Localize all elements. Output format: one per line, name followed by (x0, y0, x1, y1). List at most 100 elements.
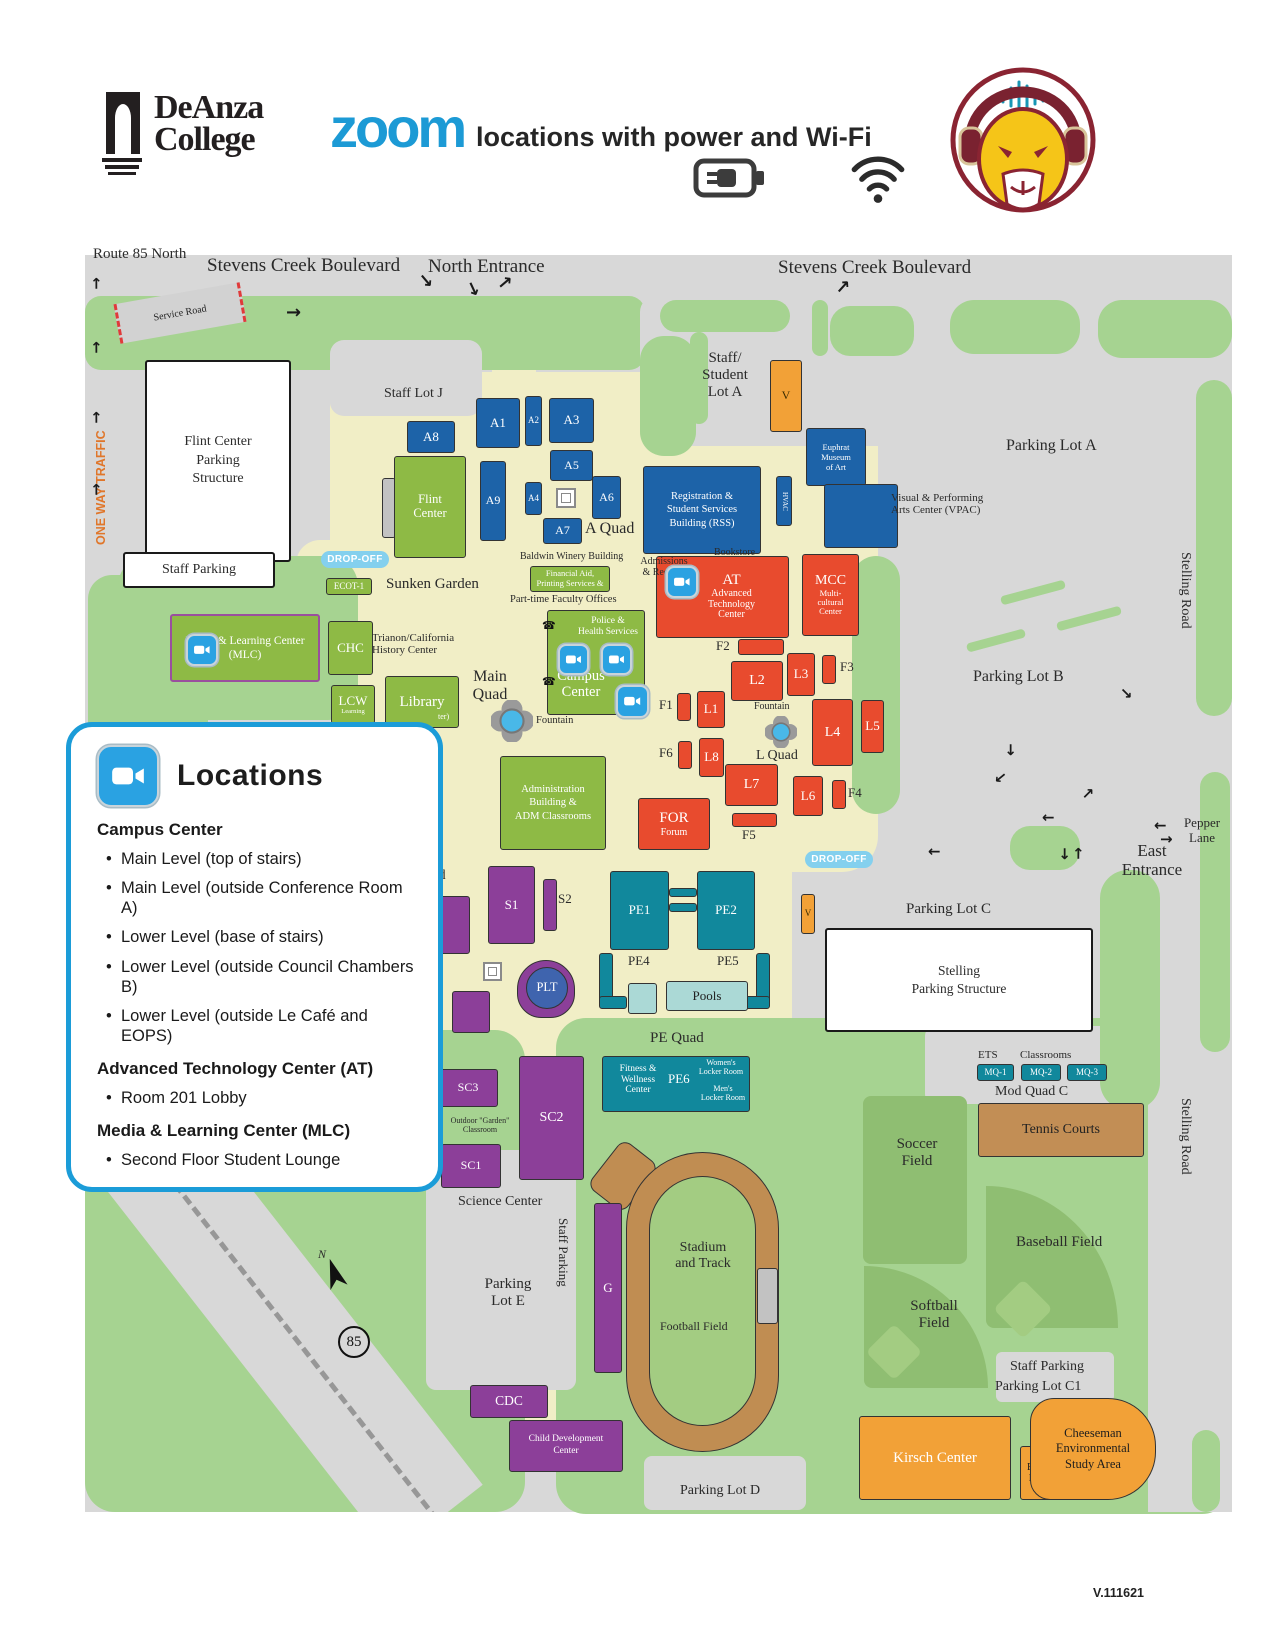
deanza-logo: DeAnza College (100, 90, 264, 176)
f6-label: F6 (659, 745, 673, 760)
stelling-road-label-2: Stelling Road (1178, 1098, 1193, 1175)
child-development-center: Child Development Center (509, 1420, 623, 1472)
building-mq2: MQ-2 (1021, 1064, 1061, 1081)
trianon-history-center-label: Trianon/California History Center (372, 632, 455, 657)
f2-label: F2 (716, 638, 730, 653)
plt-planetarium: PLT (526, 967, 568, 1009)
building-a8: A8 (407, 421, 455, 453)
direction-arrow: → (1068, 847, 1087, 860)
parking-lot-b-label: Parking Lot B (973, 668, 1064, 685)
s-quad-building-2 (452, 991, 490, 1033)
legend-item: Room 201 Lobby (106, 1088, 416, 1108)
direction-arrow: → (86, 277, 105, 290)
library-sub-fragment: ter) (438, 712, 450, 721)
pepper-lane-label: Pepper Lane (1183, 815, 1221, 845)
pe-connector-1 (669, 888, 697, 897)
mod-quad-c-label: Mod Quad C (995, 1084, 1069, 1099)
ets-label: ETS (978, 1049, 998, 1061)
library: Library (385, 676, 459, 728)
east-entrance-label: East Entrance (1121, 841, 1183, 880)
mens-locker-label: Men's Locker Room (700, 1084, 746, 1103)
mountain-lion-mascot (950, 67, 1096, 213)
zoom-icon-at (666, 566, 698, 598)
restroom-marker (483, 962, 502, 981)
building-f2 (738, 639, 784, 655)
pe6-label: PE6 (668, 1071, 690, 1086)
sunken-garden-label: Sunken Garden (386, 576, 479, 592)
drop-off-pill: DROP-OFF (805, 851, 873, 868)
wifi-icon (851, 156, 905, 203)
main-quad-label: Main Quad (472, 668, 508, 704)
part-time-faculty-label: Part-time Faculty Offices (510, 594, 617, 605)
building-l4: L4 (812, 699, 853, 766)
building-l3: L3 (787, 653, 815, 696)
pe-quad-label: PE Quad (650, 1030, 704, 1046)
legend-section-heading: Campus Center (97, 820, 223, 839)
direction-arrow: → (286, 302, 302, 323)
stadium-infield (649, 1176, 756, 1426)
zoom-icon-campus-center-2 (601, 644, 632, 675)
staff-parking-vertical-label: Staff Parking (556, 1218, 571, 1287)
f5-label: F5 (742, 827, 756, 842)
legend-item: Main Level (top of stairs) (106, 849, 416, 869)
main-quad-fountain (489, 698, 535, 747)
legend-section: Advanced Technology Center (AT) Room 201 … (97, 1059, 416, 1108)
legend-item: Lower Level (outside Le Café and EOPS) (106, 1006, 416, 1046)
pe4-label: PE4 (628, 953, 650, 968)
pools: Pools (666, 981, 748, 1011)
cdc-building: CDC (470, 1385, 548, 1418)
parking-lot-c-label: Parking Lot C (906, 901, 991, 917)
parking-lot-e-label: Parking Lot E (484, 1276, 532, 1309)
building-f1 (677, 693, 691, 721)
stevens-creek-blvd-west: Stevens Creek Boulevard (207, 255, 401, 276)
building-sc1: SC1 (441, 1144, 501, 1188)
stelling-parking-structure: Stelling Parking Structure (825, 928, 1093, 1032)
staff-parking-box: Staff Parking (123, 552, 275, 588)
building-l6: L6 (793, 776, 823, 816)
building-s1: S1 (488, 866, 535, 944)
building-a7: A7 (543, 518, 582, 544)
fountain-label-1: Fountain (536, 715, 574, 726)
building-l2: L2 (731, 661, 783, 701)
pe-wall-left-2 (599, 996, 627, 1009)
building-g: G (594, 1203, 622, 1373)
fountain-label-2: Fountain (754, 701, 790, 712)
direction-arrow: → (1001, 743, 1020, 756)
building-f6 (678, 741, 692, 769)
chc-building: CHC (328, 621, 373, 675)
stelling-road-label-1: Stelling Road (1178, 552, 1193, 629)
zoom-icon-campus-center-3 (616, 685, 649, 718)
zoom-video-icon (97, 745, 159, 807)
page-title: locations with power and Wi-Fi (476, 122, 872, 152)
building-l1: L1 (697, 691, 725, 728)
staff-student-lot-a-label: Staff/ Student Lot A (702, 350, 748, 400)
softball-field-label: Softball Field (910, 1298, 958, 1331)
building-l5: L5 (861, 700, 884, 753)
s-quad-building (440, 896, 470, 954)
garden-classroom-label: Outdoor "Garden" Classroom (450, 1116, 510, 1135)
vpac-building (824, 484, 898, 548)
route-85-badge: 85 (338, 1326, 370, 1358)
legend-item: Second Floor Student Lounge (106, 1150, 416, 1170)
zoom-icon-campus-center-1 (558, 644, 589, 675)
legend-section-heading: Advanced Technology Center (AT) (97, 1059, 374, 1078)
lot-a-v-building: V (770, 360, 802, 432)
stadium-bleachers (757, 1268, 778, 1324)
soccer-field (863, 1096, 967, 1264)
drop-off-pill: DROP-OFF (321, 551, 389, 568)
restroom-marker (556, 488, 576, 508)
building-sc3: SC3 (438, 1069, 498, 1107)
direction-arrow: → (86, 341, 105, 354)
euphrat-museum: Euphrat Museum of Art (806, 428, 866, 486)
stadium-track-label: Stadium and Track (675, 1240, 731, 1271)
compass-n-label: N (318, 1247, 327, 1261)
building-a2: A2 (525, 396, 542, 446)
building-f5 (732, 813, 777, 827)
building-a6: A6 (592, 476, 621, 519)
vpac-label: Visual & Performing Arts Center (VPAC) (891, 492, 984, 517)
version-label: V.111621 (1093, 1586, 1144, 1600)
